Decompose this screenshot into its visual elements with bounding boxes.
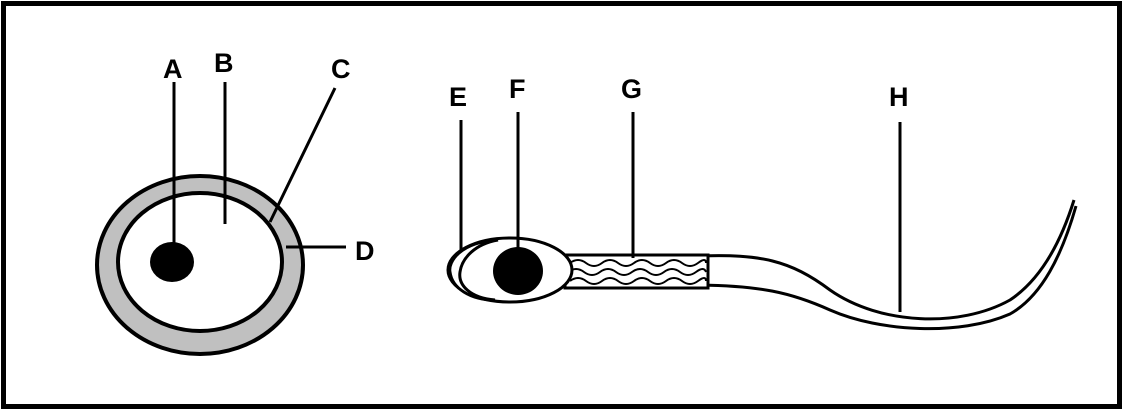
egg-nucleus	[150, 242, 194, 282]
egg-cytoplasm	[116, 191, 284, 333]
sperm-tail-lower	[699, 205, 1078, 331]
pointer-line-c	[268, 87, 337, 223]
sperm-cell	[446, 199, 1078, 331]
egg-cell	[95, 174, 305, 356]
label-a: A	[163, 54, 183, 84]
sperm-tail-upper	[699, 199, 1076, 321]
label-f: F	[509, 74, 526, 104]
label-b: B	[214, 48, 234, 78]
sperm-nucleus	[493, 247, 543, 295]
label-g: G	[621, 74, 642, 104]
mitochondria-spiral	[567, 259, 707, 285]
label-c: C	[331, 54, 351, 84]
label-h: H	[889, 82, 909, 112]
acrosome	[448, 238, 499, 302]
label-e: E	[449, 82, 467, 112]
label-d: D	[355, 236, 375, 266]
